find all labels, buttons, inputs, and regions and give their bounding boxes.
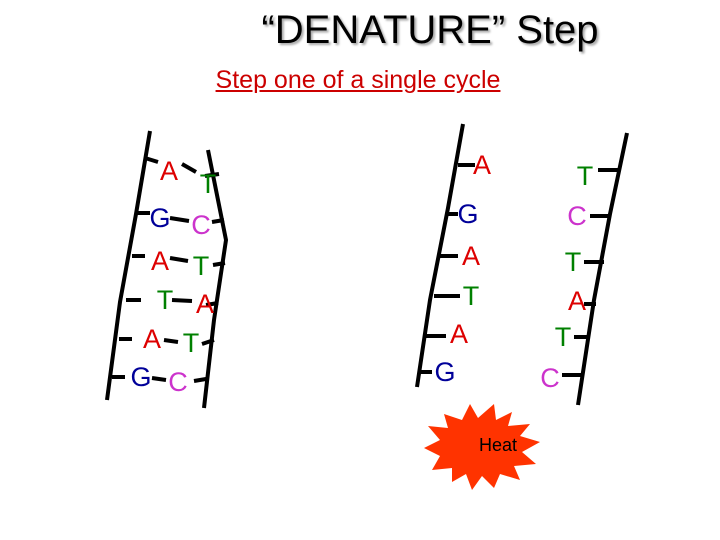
- base-c: C: [567, 201, 587, 231]
- base-g: G: [149, 203, 170, 233]
- slide-subtitle: Step one of a single cycle: [215, 66, 501, 94]
- backbone-tick: [163, 338, 179, 344]
- base-a: A: [196, 289, 214, 319]
- heat-label: Heat: [479, 435, 517, 455]
- base-c: C: [168, 367, 188, 397]
- backbone-tick: [211, 218, 225, 224]
- backbone-tick: [193, 377, 207, 383]
- base-a: A: [568, 286, 586, 316]
- base-g: G: [130, 362, 151, 392]
- backbone-tick: [201, 338, 215, 346]
- base-t: T: [565, 247, 582, 277]
- base-a: A: [151, 246, 169, 276]
- base-c: C: [191, 210, 211, 240]
- right-backbone: [202, 149, 228, 409]
- base-g: G: [434, 357, 455, 387]
- base-a: A: [160, 156, 178, 186]
- backbone-tick: [181, 162, 197, 174]
- base-a: A: [462, 241, 480, 271]
- base-t: T: [193, 251, 210, 281]
- backbone-tick: [204, 172, 220, 178]
- backbone-tick: [144, 156, 159, 164]
- base-t: T: [555, 322, 572, 352]
- backbone-tick: [205, 301, 219, 307]
- base-t: T: [157, 285, 174, 315]
- backbone-tick: [212, 261, 226, 267]
- base-t: T: [183, 328, 200, 358]
- heat-burst-shape: [424, 404, 540, 490]
- base-g: G: [457, 199, 478, 229]
- base-c: C: [540, 363, 560, 393]
- backbone-tick: [151, 376, 167, 382]
- backbone-tick: [169, 216, 190, 223]
- backbone-tick: [169, 256, 189, 263]
- base-t: T: [577, 161, 594, 191]
- base-a: A: [473, 150, 491, 180]
- slide-title: “DENATURE” Step: [261, 8, 599, 52]
- single-right-backbone: [576, 132, 629, 406]
- single-left-backbone: [415, 123, 465, 388]
- backbone-tick: [171, 298, 193, 303]
- base-t: T: [200, 169, 217, 199]
- base-a: A: [143, 324, 161, 354]
- base-t: T: [463, 281, 480, 311]
- heat-burst: Heat: [424, 404, 540, 490]
- left-backbone: [105, 130, 152, 401]
- base-a: A: [450, 319, 468, 349]
